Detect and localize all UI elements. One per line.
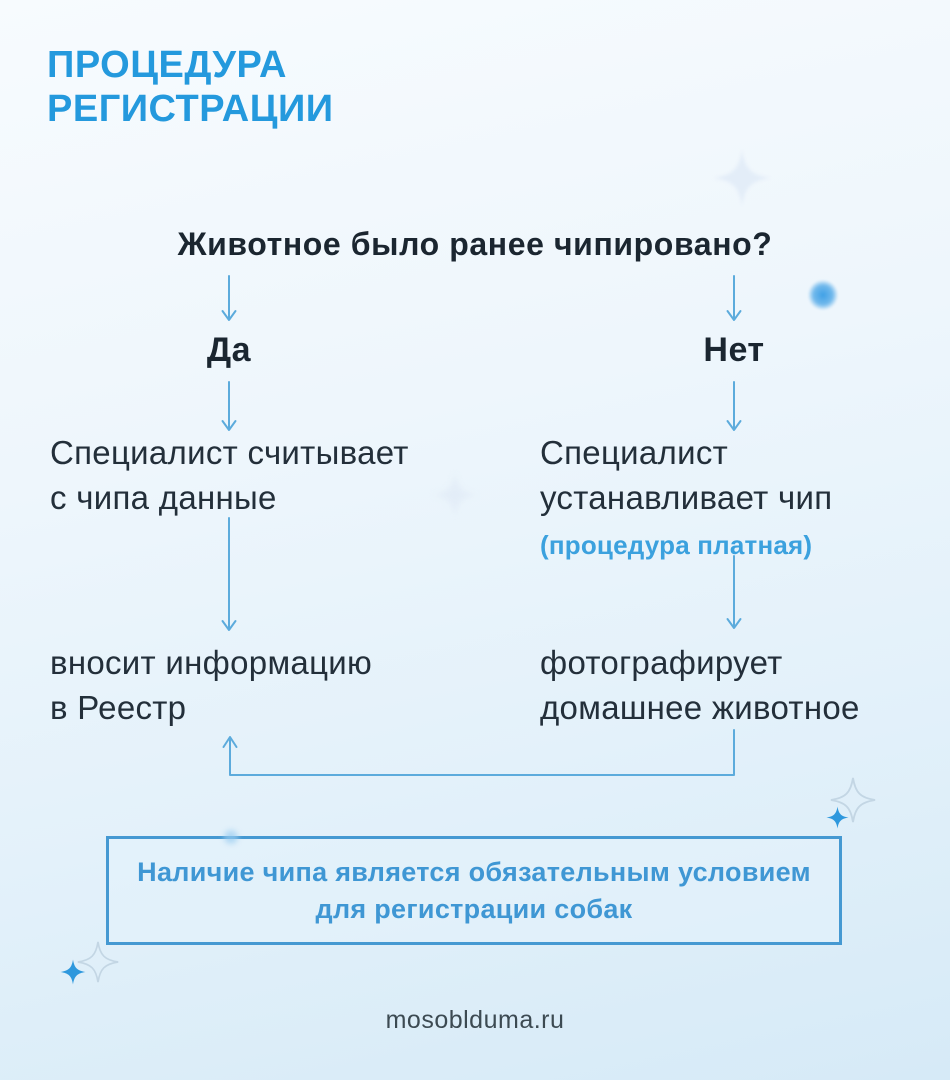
arrow-yes-to-step-icon bbox=[221, 381, 237, 431]
glow-dot-icon bbox=[808, 280, 838, 310]
step-photograph-line2: домашнее животное bbox=[540, 689, 860, 726]
page-title: ПРОЦЕДУРА РЕГИСТРАЦИИ bbox=[47, 44, 334, 131]
question-text: Животное было ранее чипировано? bbox=[177, 226, 773, 262]
sparkle-icon bbox=[826, 806, 849, 829]
footnote-line2: для регистрации собак bbox=[315, 893, 633, 924]
sparkle-icon bbox=[431, 471, 479, 519]
step-enter-registry: вносит информацию в Реестр bbox=[50, 640, 372, 730]
step-install-chip-line1: Специалист bbox=[540, 434, 729, 471]
step-photograph: фотографирует домашнее животное bbox=[540, 640, 860, 730]
sparkle-outline-icon bbox=[77, 941, 119, 983]
glow-dot-icon bbox=[222, 828, 240, 846]
step-read-chip-line2: с чипа данные bbox=[50, 479, 277, 516]
step-install-chip-line2: устанавливает чип bbox=[540, 479, 833, 516]
branch-label-no: Нет bbox=[703, 331, 765, 369]
arrow-question-to-yes-icon bbox=[221, 275, 237, 321]
footnote-box: Наличие чипа является обязательным услов… bbox=[106, 836, 842, 945]
sparkle-outline-icon bbox=[830, 777, 876, 823]
step-read-chip: Специалист считывает с чипа данные bbox=[50, 430, 409, 520]
step-enter-registry-line1: вносит информацию bbox=[50, 644, 373, 681]
arrow-question-to-no-icon bbox=[726, 275, 742, 321]
step-photograph-line1: фотографирует bbox=[540, 644, 783, 681]
arrow-no-to-step-icon bbox=[726, 381, 742, 431]
arrow-install-to-photo-icon bbox=[726, 555, 742, 629]
paid-note: (процедура платная) bbox=[540, 530, 813, 560]
step-install-chip: Специалист устанавливает чип (процедура … bbox=[540, 430, 832, 568]
branch-label-yes: Да bbox=[206, 331, 252, 369]
arrow-read-to-registry-icon bbox=[221, 517, 237, 631]
footer-url: mosoblduma.ru bbox=[385, 1006, 565, 1034]
page-title-line2: РЕГИСТРАЦИИ bbox=[47, 87, 334, 130]
step-enter-registry-line2: в Реестр bbox=[50, 689, 187, 726]
connector-photo-to-registry-icon bbox=[222, 729, 735, 776]
footnote-line1: Наличие чипа является обязательным услов… bbox=[137, 856, 811, 887]
step-read-chip-line1: Специалист считывает bbox=[50, 434, 409, 471]
page-title-line1: ПРОЦЕДУРА bbox=[47, 44, 287, 86]
sparkle-icon bbox=[60, 959, 86, 985]
sparkle-icon bbox=[714, 150, 770, 206]
